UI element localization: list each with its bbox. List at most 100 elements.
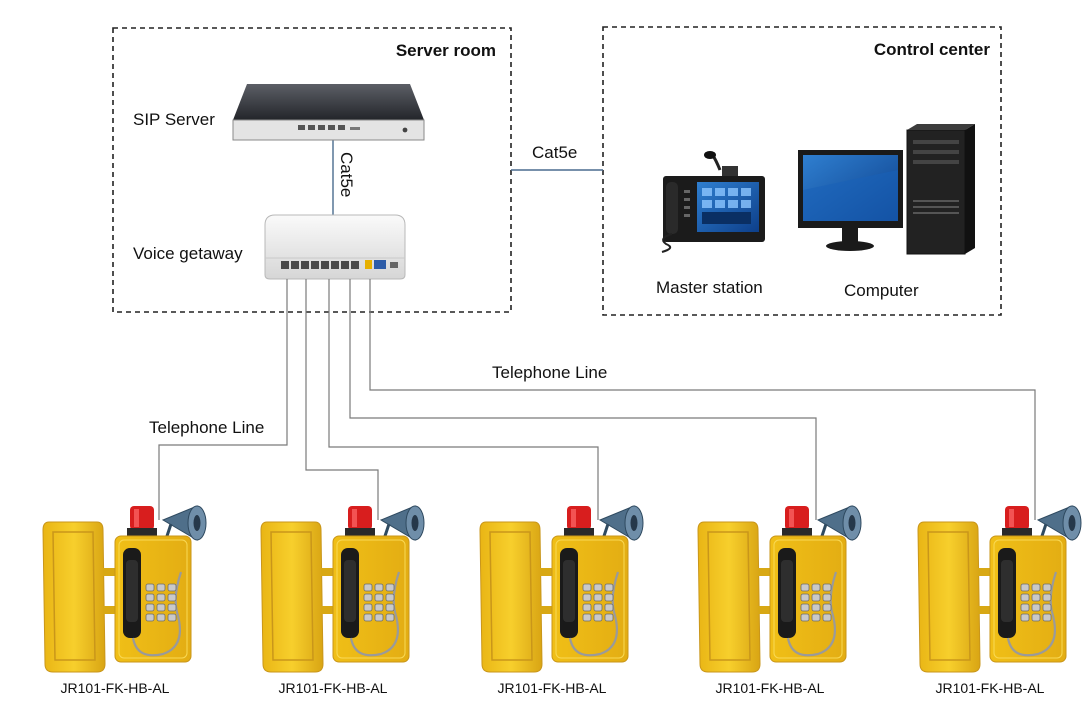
telephone-line-2 xyxy=(305,279,379,520)
keypad-key xyxy=(822,593,832,602)
armored-cord xyxy=(349,571,401,657)
phone-hinge xyxy=(103,606,117,614)
horn-throat xyxy=(1068,515,1076,531)
keypad-key xyxy=(1042,593,1052,602)
keypad-key xyxy=(363,603,373,612)
phone-door xyxy=(697,521,761,673)
keypad-key xyxy=(145,603,155,612)
keypad-key xyxy=(800,613,810,622)
keypad-key xyxy=(811,613,821,622)
keypad-key xyxy=(811,603,821,612)
phone-model-label: JR101-FK-HB-AL xyxy=(279,680,388,696)
keypad-key xyxy=(1031,613,1041,622)
control-center-zone xyxy=(602,26,1002,316)
computer-label: Computer xyxy=(844,281,919,300)
telephone-line-label-right: Telephone Line xyxy=(492,363,607,382)
handset-grip xyxy=(344,560,356,622)
voice-gateway-device xyxy=(264,214,406,280)
phone-hinge xyxy=(758,568,772,576)
keypad-key xyxy=(1020,603,1030,612)
control-center-title: Control center xyxy=(874,40,991,59)
beacon-light xyxy=(348,506,372,530)
phone-hinge xyxy=(758,606,772,614)
keypad-key xyxy=(363,593,373,602)
beacon-highlight xyxy=(789,509,794,527)
master-station-label: Master station xyxy=(656,278,763,297)
armored-cord xyxy=(1006,571,1058,657)
keypad-key xyxy=(800,603,810,612)
keypad xyxy=(363,583,395,622)
keypad-key xyxy=(1031,593,1041,602)
keypad-key xyxy=(1042,613,1052,622)
horn-throat xyxy=(411,515,419,531)
phone-door xyxy=(260,521,324,673)
handset-grip xyxy=(781,560,793,622)
keypad xyxy=(800,583,832,622)
phone-model-label: JR101-FK-HB-AL xyxy=(498,680,607,696)
keypad-key xyxy=(582,603,592,612)
industrial-telephone: JR101-FK-HB-AL xyxy=(479,505,644,696)
keypad-key xyxy=(1042,583,1052,592)
keypad-key xyxy=(385,613,395,622)
beacon-base xyxy=(1002,528,1032,536)
armored-cord xyxy=(568,571,620,657)
keypad-key xyxy=(156,613,166,622)
keypad-key xyxy=(374,613,384,622)
keypad-key xyxy=(811,583,821,592)
phone-body-rim xyxy=(773,539,843,659)
keypad-key xyxy=(1031,583,1041,592)
keypad-key xyxy=(582,593,592,602)
keypad-key xyxy=(363,583,373,592)
cat5e-server-control-label: Cat5e xyxy=(532,143,577,162)
keypad-key xyxy=(593,603,603,612)
keypad-key xyxy=(800,583,810,592)
keypad-key xyxy=(811,593,821,602)
telephone-row: JR101-FK-HB-AL JR101-FK-HB-AL JR101-FK-HB-… xyxy=(42,505,1082,696)
beacon-highlight xyxy=(352,509,357,527)
industrial-telephone: JR101-FK-HB-AL xyxy=(260,505,425,696)
beacon-light xyxy=(1005,506,1029,530)
keypad-key xyxy=(145,583,155,592)
beacon-base xyxy=(345,528,375,536)
keypad-key xyxy=(145,593,155,602)
industrial-telephone: JR101-FK-HB-AL xyxy=(917,505,1082,696)
phone-hinge xyxy=(978,568,992,576)
keypad-key xyxy=(385,593,395,602)
beacon-highlight xyxy=(1009,509,1014,527)
phone-hinge xyxy=(978,606,992,614)
keypad-key xyxy=(582,613,592,622)
keypad-key xyxy=(363,613,373,622)
phone-body-rim xyxy=(336,539,406,659)
keypad-key xyxy=(604,603,614,612)
beacon-light xyxy=(567,506,591,530)
keypad-key xyxy=(167,583,177,592)
handset-grip xyxy=(126,560,138,622)
keypad-key xyxy=(1042,603,1052,612)
phone-hinge xyxy=(321,568,335,576)
keypad-key xyxy=(1020,613,1030,622)
keypad-key xyxy=(167,603,177,612)
phone-door-rim xyxy=(52,531,96,661)
keypad-key xyxy=(604,613,614,622)
phone-body-rim xyxy=(555,539,625,659)
beacon-highlight xyxy=(134,509,139,527)
keypad-key xyxy=(822,583,832,592)
computer-device xyxy=(798,124,975,255)
phone-model-label: JR101-FK-HB-AL xyxy=(936,680,1045,696)
phone-hinge xyxy=(321,606,335,614)
keypad-key xyxy=(822,603,832,612)
phone-model-label: JR101-FK-HB-AL xyxy=(61,680,170,696)
sip-server-device xyxy=(232,84,425,141)
horn-throat xyxy=(193,515,201,531)
keypad-key xyxy=(145,613,155,622)
telephone-lines xyxy=(158,279,1036,520)
telephone-line-5 xyxy=(369,279,1036,520)
phone-hinge xyxy=(103,568,117,576)
phone-door-rim xyxy=(707,531,751,661)
keypad-key xyxy=(1020,583,1030,592)
keypad-key xyxy=(1031,603,1041,612)
phone-hinge xyxy=(540,568,554,576)
keypad-key xyxy=(800,593,810,602)
phone-hinge xyxy=(540,606,554,614)
industrial-telephone: JR101-FK-HB-AL xyxy=(697,505,862,696)
